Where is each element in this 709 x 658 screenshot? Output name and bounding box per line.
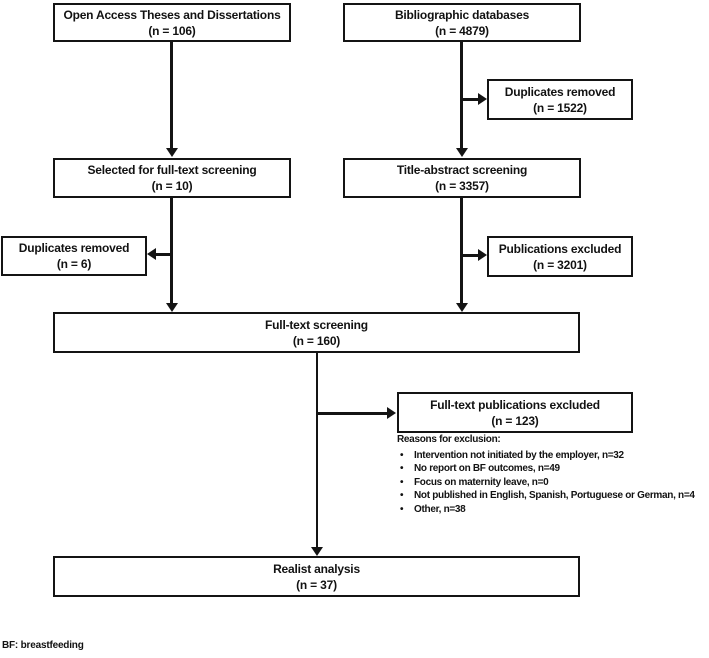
exclusion-reason-text: Intervention not initiated by the employ…	[414, 449, 624, 461]
footnote-abbreviation: BF: breastfeeding	[2, 640, 84, 651]
connector-title-abstract-to-full-text	[460, 197, 463, 305]
arrowhead-down-icon	[165, 148, 178, 157]
connector-full-text-to-realist	[315, 351, 318, 549]
connector-branch-full-text-excluded	[317, 412, 388, 415]
box-duplicates-removed-theses-count: (n = 6)	[56, 257, 92, 271]
box-full-text-screening: Full-text screening (n = 160)	[53, 312, 580, 353]
arrowhead-down-icon	[455, 148, 468, 157]
box-full-text-publications-excluded-count: (n = 123)	[491, 413, 539, 428]
connector-branch-duplicates-databases	[461, 98, 480, 101]
exclusion-reasons-heading: Reasons for exclusion:	[397, 434, 501, 445]
arrowhead-down-icon	[311, 547, 323, 556]
box-selected-full-text-count: (n = 10)	[151, 179, 193, 193]
box-duplicates-removed-theses: Duplicates removed (n = 6)	[1, 236, 147, 276]
bullet-icon: •	[400, 449, 404, 461]
box-full-text-screening-count: (n = 160)	[292, 333, 341, 348]
box-publications-excluded-title: Publications excluded	[498, 241, 622, 256]
box-title-abstract-screening-count: (n = 3357)	[435, 179, 489, 193]
box-bibliographic-databases-count: (n = 4879)	[435, 23, 489, 38]
box-open-access-theses-title: Open Access Theses and Dissertations	[63, 7, 281, 22]
box-publications-excluded: Publications excluded (n = 3201)	[487, 236, 633, 277]
exclusion-reason-item: • No report on BF outcomes, n=49	[397, 462, 709, 476]
arrowhead-down-icon	[455, 303, 468, 312]
connector-branch-duplicates-theses	[156, 253, 172, 256]
box-selected-full-text-title: Selected for full-text screening	[87, 163, 257, 177]
box-title-abstract-screening: Title-abstract screening (n = 3357)	[343, 158, 581, 198]
box-publications-excluded-count: (n = 3201)	[533, 257, 587, 272]
connector-branch-publications-excluded	[461, 254, 480, 257]
arrowhead-left-icon	[147, 248, 156, 260]
box-full-text-publications-excluded: Full-text publications excluded (n = 123…	[397, 392, 633, 433]
box-duplicates-removed-databases: Duplicates removed (n = 1522)	[487, 79, 633, 120]
box-duplicates-removed-databases-title: Duplicates removed	[504, 84, 616, 99]
box-full-text-publications-excluded-title: Full-text publications excluded	[430, 397, 600, 412]
box-realist-analysis-title: Realist analysis	[273, 561, 360, 576]
connector-open-access-to-selected	[170, 42, 173, 149]
connector-selected-to-full-text	[170, 197, 173, 305]
connector-bibliographic-to-title-abstract	[460, 42, 463, 149]
box-title-abstract-screening-title: Title-abstract screening	[396, 163, 528, 177]
box-selected-full-text: Selected for full-text screening (n = 10…	[53, 158, 291, 198]
box-bibliographic-databases-title: Bibliographic databases	[394, 7, 530, 22]
exclusion-reason-text: No report on BF outcomes, n=49	[414, 463, 560, 475]
box-realist-analysis-count: (n = 37)	[296, 577, 337, 592]
exclusion-reason-item: • Intervention not initiated by the empl…	[397, 449, 709, 463]
box-realist-analysis: Realist analysis (n = 37)	[53, 556, 580, 597]
exclusion-reason-text: Not published in English, Spanish, Portu…	[414, 490, 695, 502]
arrowhead-right-icon	[387, 407, 396, 419]
bullet-icon: •	[400, 490, 404, 502]
box-full-text-screening-title: Full-text screening	[265, 317, 368, 332]
exclusion-reason-item: • Not published in English, Spanish, Por…	[397, 489, 709, 503]
exclusion-reason-item: • Other, n=38	[397, 503, 709, 517]
bullet-icon: •	[400, 463, 404, 475]
exclusion-reason-item: • Focus on maternity leave, n=0	[397, 476, 709, 490]
box-open-access-theses: Open Access Theses and Dissertations (n …	[53, 3, 291, 42]
box-bibliographic-databases: Bibliographic databases (n = 4879)	[343, 3, 581, 42]
arrowhead-down-icon	[165, 303, 178, 312]
box-open-access-theses-count: (n = 106)	[148, 23, 196, 38]
exclusion-reason-text: Other, n=38	[414, 503, 466, 515]
bullet-icon: •	[400, 476, 404, 488]
arrowhead-right-icon	[478, 249, 487, 261]
arrowhead-right-icon	[478, 93, 487, 105]
box-duplicates-removed-theses-title: Duplicates removed	[18, 241, 130, 255]
bullet-icon: •	[400, 503, 404, 515]
box-duplicates-removed-databases-count: (n = 1522)	[533, 100, 587, 115]
exclusion-reason-text: Focus on maternity leave, n=0	[414, 476, 549, 488]
exclusion-reasons-list: Reasons for exclusion: • Intervention no…	[397, 433, 709, 517]
